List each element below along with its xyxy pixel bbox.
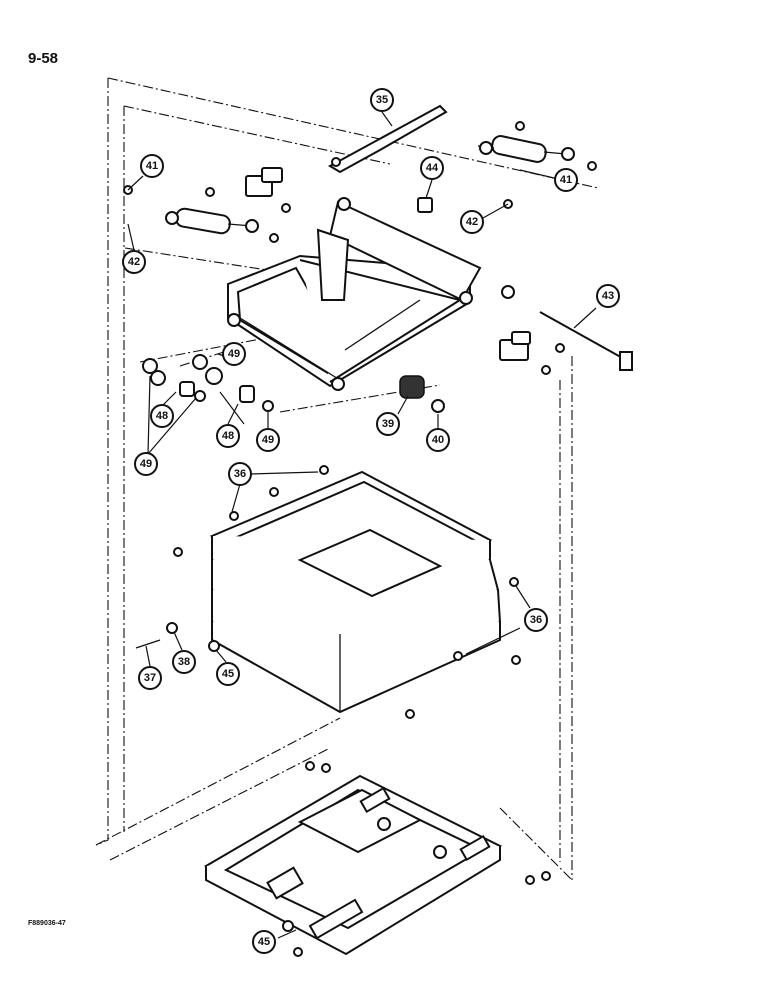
svg-text:39: 39 (382, 418, 394, 430)
svg-text:45: 45 (258, 936, 270, 948)
callout-35: 35 (370, 88, 394, 112)
figure-id: F889036-47 (28, 920, 66, 927)
page-number: 9-58 (28, 50, 59, 67)
callout-36: 36 (524, 608, 548, 632)
svg-text:48: 48 (156, 410, 168, 422)
callout-44: 44 (420, 156, 444, 180)
callout-37: 37 (138, 666, 162, 690)
suspension-housing (135, 465, 521, 719)
callout-49: 49 (134, 452, 158, 476)
callout-41: 41 (554, 168, 578, 192)
hardware (123, 121, 597, 413)
svg-text:36: 36 (530, 614, 542, 626)
svg-text:45: 45 (222, 668, 234, 680)
scissor-mechanism (227, 197, 482, 391)
gas-springs (165, 135, 575, 235)
callout-41: 41 (140, 154, 164, 178)
rod-43 (539, 311, 633, 371)
svg-text:49: 49 (228, 348, 240, 360)
callout-45: 45 (216, 662, 240, 686)
callout-38: 38 (172, 650, 196, 674)
callout-49: 49 (256, 428, 280, 452)
callout-43: 43 (596, 284, 620, 308)
svg-text:40: 40 (432, 434, 444, 446)
callout-40: 40 (426, 428, 450, 452)
svg-text:43: 43 (602, 290, 614, 302)
svg-text:44: 44 (426, 162, 439, 174)
callout-39: 39 (376, 412, 400, 436)
svg-text:35: 35 (376, 94, 388, 106)
svg-text:41: 41 (560, 174, 572, 186)
assembly-lines (95, 77, 599, 881)
callout-48: 48 (216, 424, 240, 448)
lever-35 (327, 104, 448, 174)
svg-text:48: 48 (222, 430, 234, 442)
svg-text:42: 42 (466, 216, 478, 228)
callout-36: 36 (228, 462, 252, 486)
svg-text:42: 42 (128, 256, 140, 268)
svg-text:38: 38 (178, 656, 190, 668)
base-plate (203, 761, 551, 957)
leader-lines (127, 111, 597, 939)
svg-text:49: 49 (140, 458, 152, 470)
callout-45: 45 (252, 930, 276, 954)
svg-text:37: 37 (144, 672, 156, 684)
callout-49: 49 (222, 342, 246, 366)
svg-text:49: 49 (262, 434, 274, 446)
callout-42: 42 (460, 210, 484, 234)
callout-42: 42 (122, 250, 146, 274)
svg-text:41: 41 (146, 160, 158, 172)
callout-48: 48 (150, 404, 174, 428)
svg-text:36: 36 (234, 468, 246, 480)
